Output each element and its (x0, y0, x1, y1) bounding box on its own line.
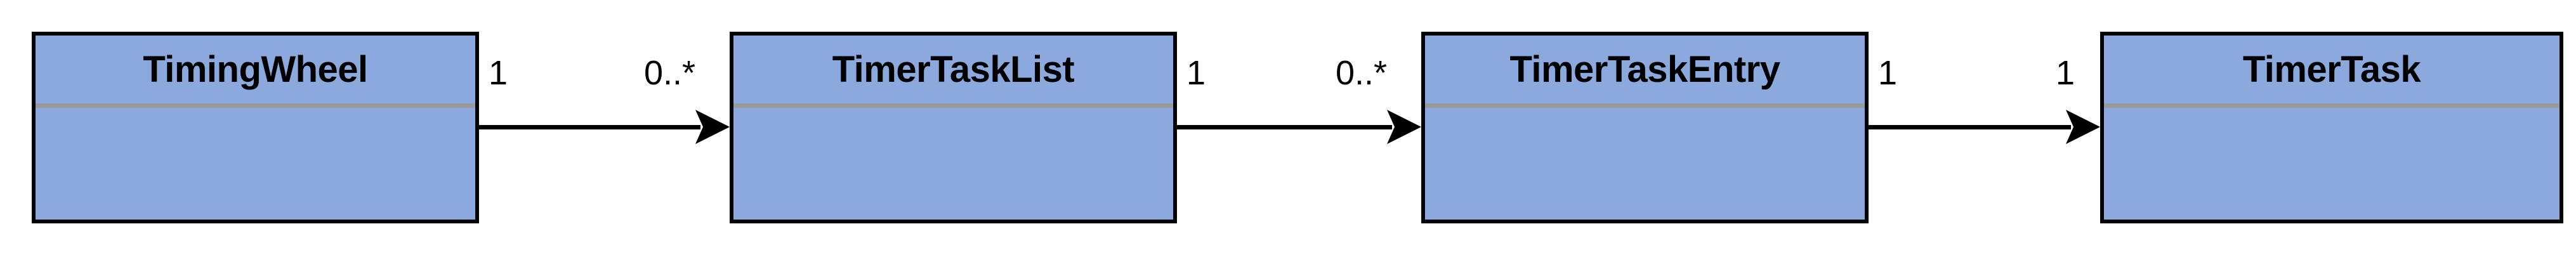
class-body-compartment (2104, 108, 2560, 220)
class-name-label: TimerTask (2242, 48, 2421, 90)
class-box-timer-task-list[interactable]: TimerTaskList (730, 32, 1177, 223)
association-line (479, 125, 700, 129)
class-box-timer-task-entry[interactable]: TimerTaskEntry (1421, 32, 1869, 223)
class-body-compartment (36, 108, 475, 220)
association-line (1177, 125, 1392, 129)
class-name-label: TimingWheel (143, 48, 368, 90)
class-title-compartment: TimerTaskList (733, 36, 1173, 108)
class-name-label: TimerTaskEntry (1509, 48, 1780, 90)
arrowhead-icon (2063, 109, 2100, 145)
class-body-compartment (733, 108, 1173, 220)
association-line (1869, 125, 2071, 129)
arrowhead-icon (693, 109, 730, 145)
multiplicity-label-target: 0..* (1336, 54, 1388, 92)
class-box-timer-task[interactable]: TimerTask (2100, 32, 2563, 223)
class-name-label: TimerTaskList (832, 48, 1075, 90)
class-body-compartment (1425, 108, 1865, 220)
multiplicity-label-source: 1 (1878, 54, 1898, 92)
multiplicity-label-source: 1 (1186, 54, 1206, 92)
class-box-timing-wheel[interactable]: TimingWheel (32, 32, 479, 223)
multiplicity-label-target: 1 (2056, 54, 2075, 92)
arrowhead-icon (1384, 109, 1421, 145)
class-title-compartment: TimingWheel (36, 36, 475, 108)
class-title-compartment: TimerTaskEntry (1425, 36, 1865, 108)
multiplicity-label-target: 0..* (644, 54, 696, 92)
class-title-compartment: TimerTask (2104, 36, 2560, 108)
multiplicity-label-source: 1 (489, 54, 508, 92)
